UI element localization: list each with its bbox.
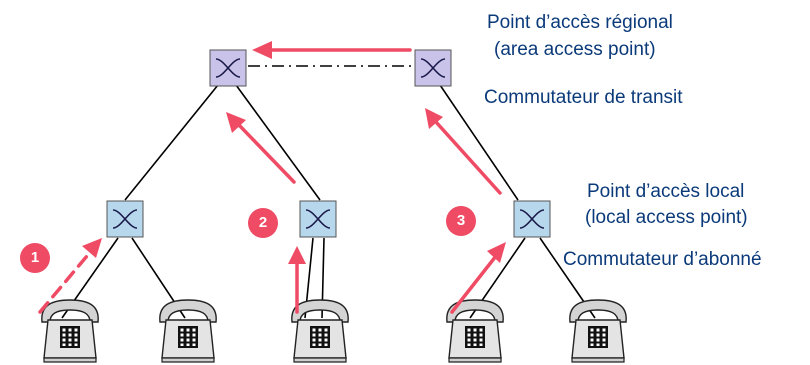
local-switch-2 (299, 200, 337, 238)
arrow-step-2-diag-head (226, 112, 246, 133)
arrow-step-2-up-head (288, 246, 306, 264)
local-access-point-en-label: (local access point) (585, 207, 748, 228)
step-badge-1: 1 (20, 243, 50, 273)
arrow-step-1 (38, 248, 94, 314)
telephone-icon (159, 299, 217, 363)
arrow-step-3-diag1 (450, 254, 498, 314)
local-switch-3 (513, 200, 551, 238)
step-badge-2: 2 (248, 208, 278, 238)
telephone-icon (569, 299, 627, 363)
link-tl-l1 (124, 84, 219, 201)
arrow-step-3-diag1-head (487, 242, 506, 263)
local-switch-1 (106, 200, 144, 238)
arrow-step-3-top-head (252, 41, 272, 59)
call-arrows (38, 41, 506, 314)
links (61, 65, 596, 319)
arrow-step-3-diag2 (434, 120, 502, 195)
transit-switch-label: Commutateur de transit (484, 87, 683, 108)
regional-access-point-label: Point d’accès régional (487, 12, 673, 33)
regional-switch-right (414, 49, 452, 87)
regional-switch-left (209, 49, 247, 87)
link-tl-l2 (235, 84, 321, 201)
step-badge-3: 3 (446, 206, 476, 236)
link-tr-l3 (439, 84, 519, 201)
arrow-step-2-diag (236, 122, 296, 184)
subscriber-switch-label: Commutateur d’abonné (563, 249, 762, 270)
telephone-icon (291, 299, 349, 363)
local-access-point-label: Point d’accès local (587, 181, 745, 202)
arrow-step-3-diag2-head (425, 108, 443, 129)
telephone-icon (41, 299, 99, 363)
regional-access-point-en-label: (area access point) (494, 39, 656, 60)
arrow-step-1-head (82, 238, 102, 258)
